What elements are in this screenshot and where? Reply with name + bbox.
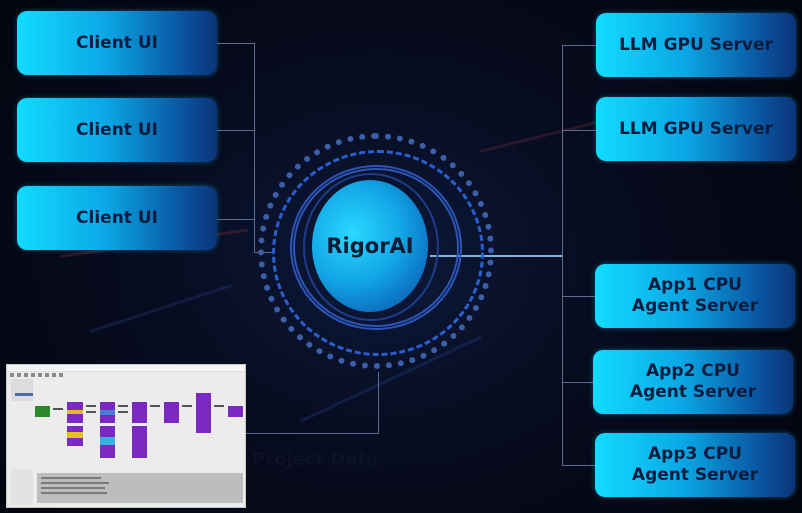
- connector-line: [562, 382, 596, 383]
- connector-line: [217, 43, 254, 44]
- project-data-label: Project Data: [252, 449, 379, 470]
- connector-line: [254, 43, 255, 253]
- hub-output-line: [430, 255, 562, 257]
- hub-label: RigorAI: [326, 234, 414, 258]
- inset-tree-panel: [11, 379, 33, 401]
- inset-tree-selection: [15, 393, 33, 396]
- node-label: LLM GPU Server: [619, 118, 773, 139]
- connector-line: [562, 130, 596, 131]
- node-label: Client UI: [76, 207, 158, 228]
- graph-node: [100, 437, 115, 445]
- connector-line: [246, 433, 379, 434]
- graph-edge: [214, 405, 224, 407]
- graph-node: [67, 432, 83, 438]
- hub-inner-ring: [290, 165, 462, 330]
- hub-tick-ring: [258, 133, 494, 369]
- connector-line: [562, 296, 596, 297]
- client-ui-node[interactable]: Client UI: [17, 98, 217, 162]
- graph-node: [100, 410, 115, 415]
- client-ui-node[interactable]: Client UI: [17, 186, 217, 250]
- llm-gpu-server-node[interactable]: LLM GPU Server: [596, 97, 796, 161]
- connector-line: [378, 372, 379, 434]
- graph-node: [132, 402, 147, 423]
- inset-titlebar: [7, 365, 245, 372]
- app3-cpu-agent-server-node[interactable]: App3 CPU Agent Server: [595, 433, 795, 497]
- connector-line: [217, 219, 254, 220]
- graph-node: [67, 410, 83, 414]
- connector-line: [562, 45, 563, 466]
- hub-inner-ring: [303, 173, 439, 321]
- graph-edge: [118, 405, 128, 407]
- graph-edge: [86, 405, 96, 407]
- graph-edge: [86, 411, 96, 413]
- graph-node: [35, 406, 50, 417]
- node-label: Client UI: [76, 119, 158, 140]
- connector-line: [562, 465, 596, 466]
- inset-props-panel: [11, 469, 33, 505]
- node-label: LLM GPU Server: [619, 34, 773, 55]
- node-label: App2 CPU Agent Server: [629, 361, 757, 402]
- graph-edge: [53, 408, 63, 410]
- graph-edge: [182, 405, 192, 407]
- graph-node: [228, 406, 243, 417]
- graph-edge: [118, 411, 128, 413]
- node-label: App3 CPU Agent Server: [631, 444, 759, 485]
- rigorai-hub[interactable]: RigorAI: [312, 180, 428, 312]
- app1-cpu-agent-server-node[interactable]: App1 CPU Agent Server: [595, 264, 795, 328]
- graph-node: [164, 402, 179, 423]
- client-ui-node[interactable]: Client UI: [17, 11, 217, 75]
- graph-node: [132, 426, 147, 458]
- graph-node: [196, 393, 211, 433]
- inset-log-panel: [37, 473, 243, 503]
- background-streak: [89, 283, 234, 333]
- node-label: App1 CPU Agent Server: [631, 275, 759, 316]
- node-label: Client UI: [76, 32, 158, 53]
- inset-toolbar: [10, 373, 242, 378]
- project-data-screenshot: [6, 364, 246, 508]
- connector-line: [562, 45, 596, 46]
- hub-outer-ring: [272, 150, 484, 356]
- app2-cpu-agent-server-node[interactable]: App2 CPU Agent Server: [593, 350, 793, 414]
- graph-edge: [150, 405, 160, 407]
- llm-gpu-server-node[interactable]: LLM GPU Server: [596, 13, 796, 77]
- connector-line: [217, 130, 254, 131]
